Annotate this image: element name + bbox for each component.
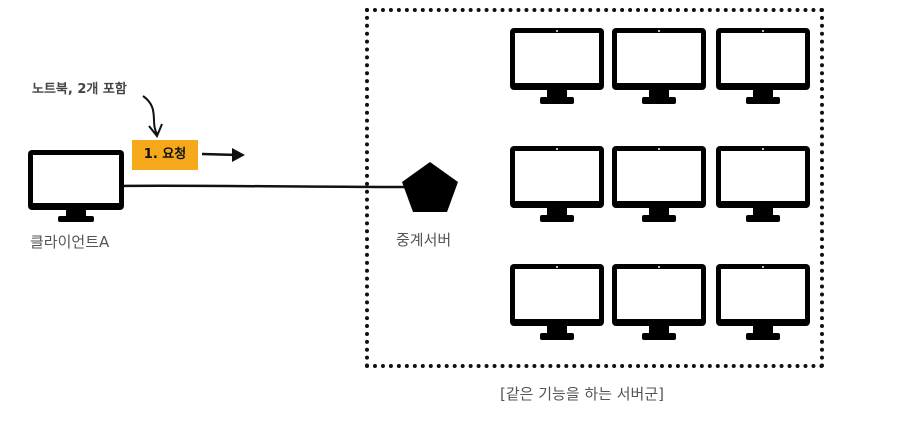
server-monitor-icon: [510, 146, 604, 222]
request-arrow: [201, 152, 239, 157]
server-monitor-icon: [612, 28, 706, 104]
server-monitor-icon: [510, 264, 604, 340]
annotation-text: 노트북, 2개 포함: [32, 82, 127, 97]
proxy-pentagon-icon: [402, 162, 458, 212]
server-monitor-icon: [716, 264, 810, 340]
client-label: 클라이언트A: [30, 233, 110, 251]
proxy-label: 중계서버: [396, 231, 452, 249]
request-badge: 1. 요청: [132, 140, 198, 170]
server-monitor-icon: [612, 146, 706, 222]
server-monitor-icon: [510, 28, 604, 104]
client-monitor-icon: [28, 150, 124, 222]
server-monitor-icon: [716, 28, 810, 104]
server-group-label: [같은 기능을 하는 서버군]: [500, 385, 665, 403]
server-monitor-icon: [612, 264, 706, 340]
annotation-arrow: [142, 95, 158, 135]
server-monitor-icon: [716, 146, 810, 222]
server-group-box: [365, 8, 824, 368]
